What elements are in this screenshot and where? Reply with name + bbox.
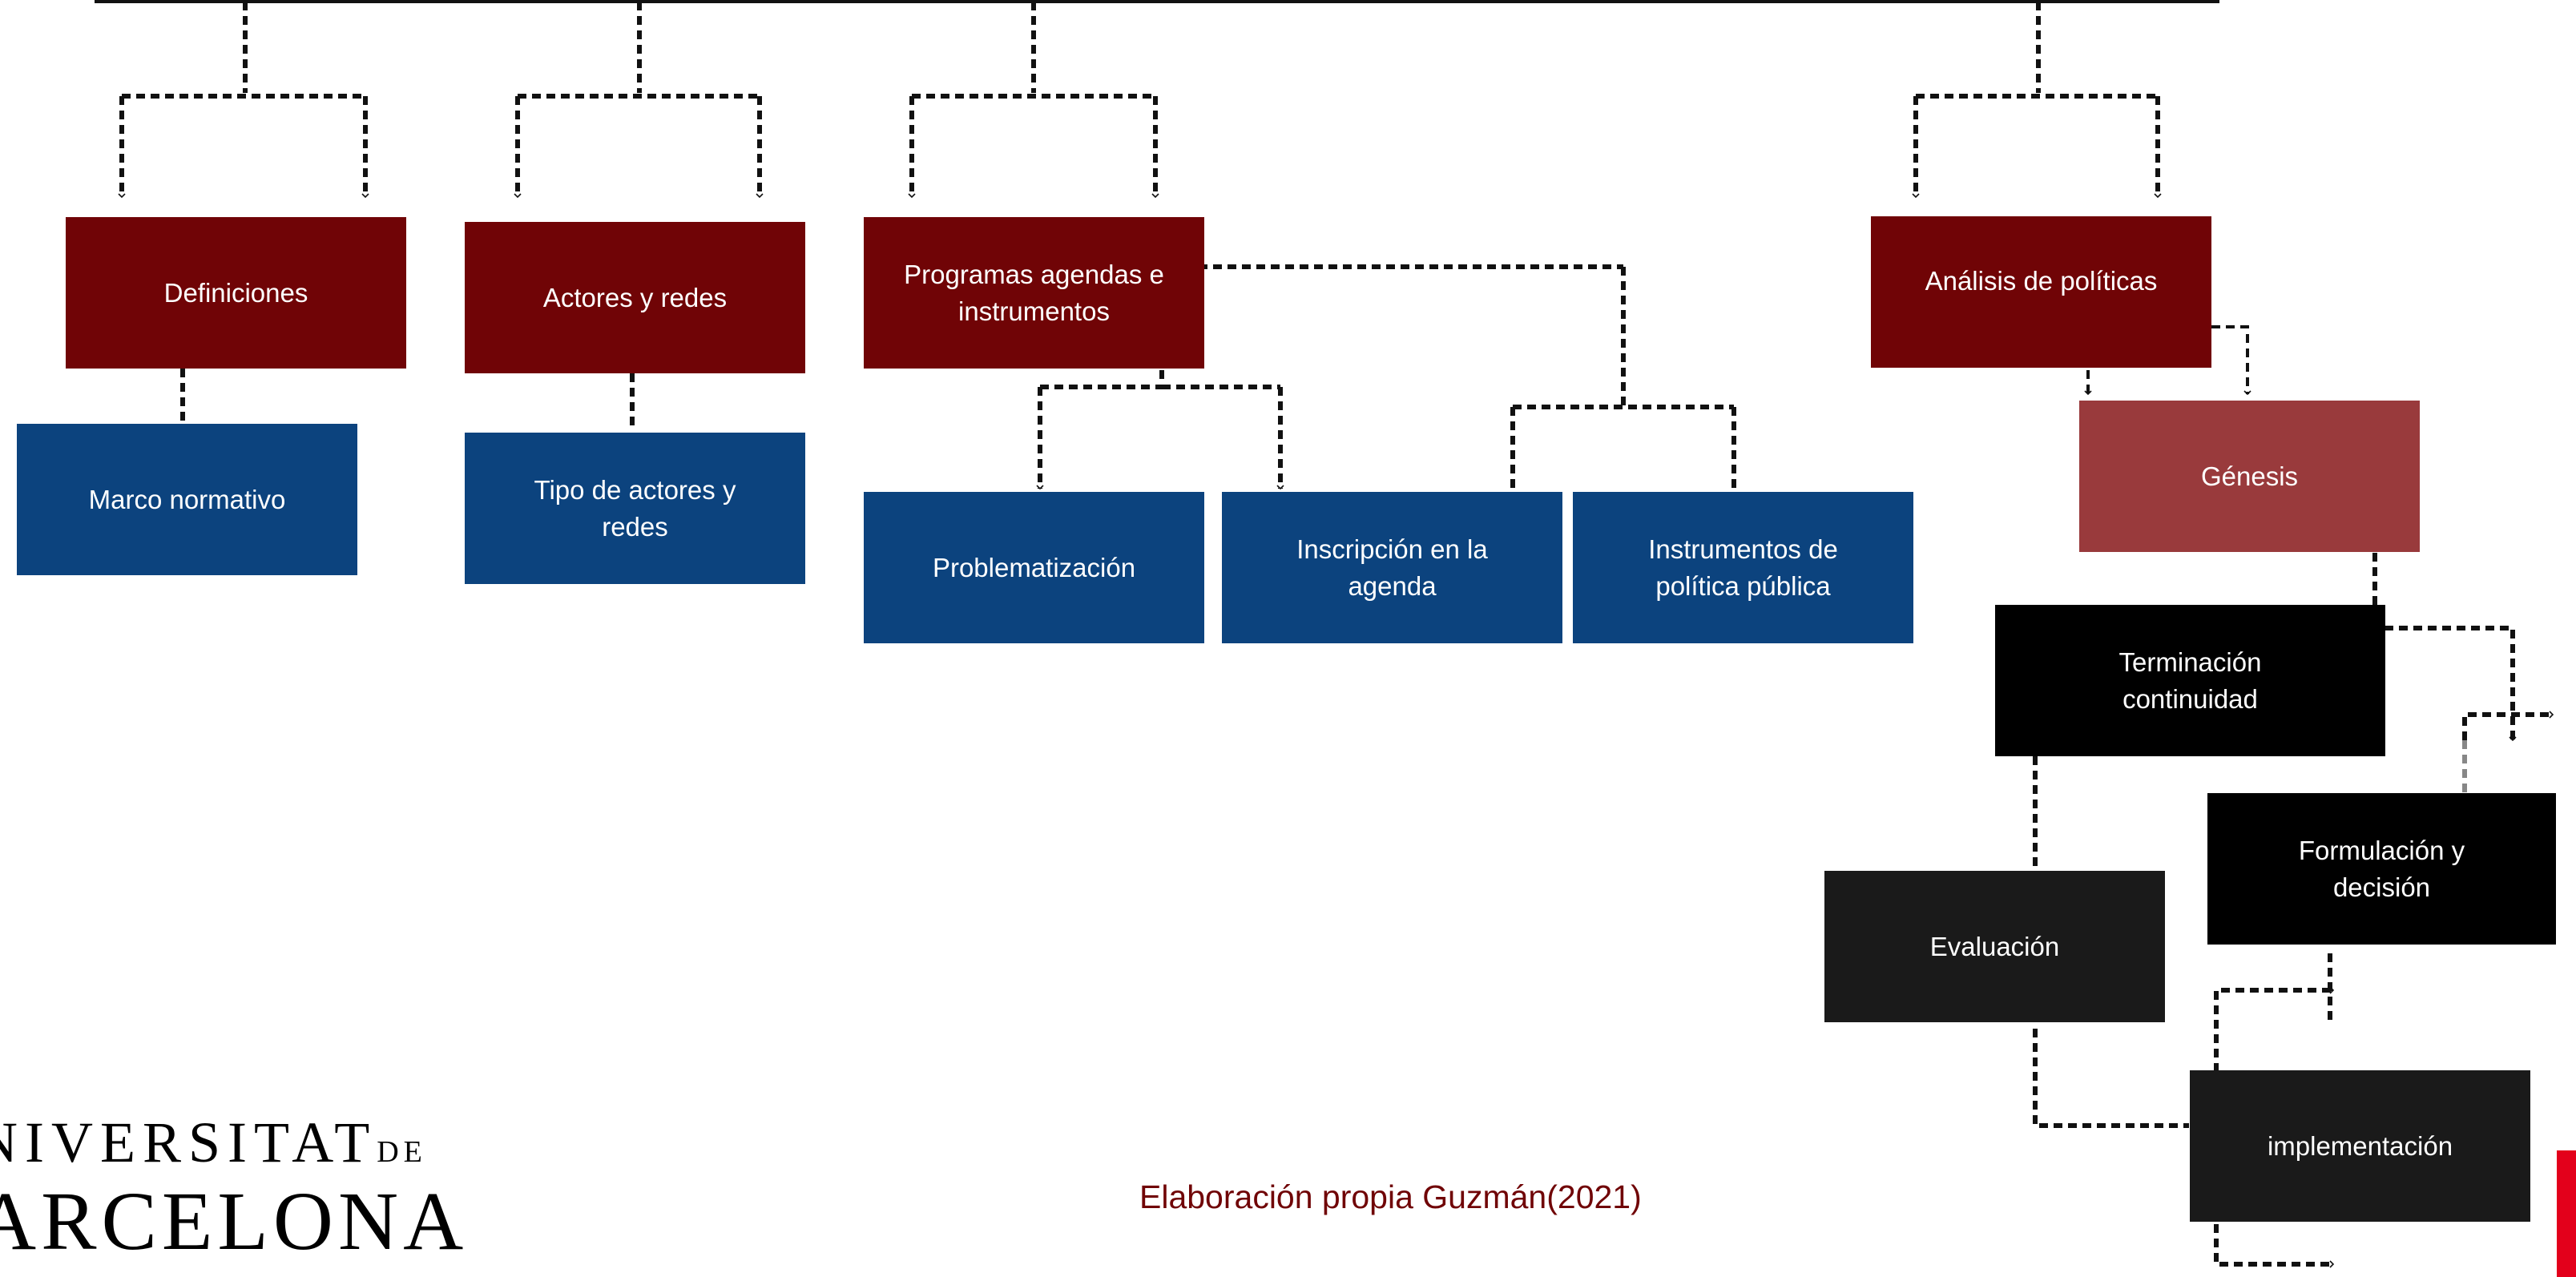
node-genesis: Génesis xyxy=(2079,401,2420,552)
node-instrumentos-label-line1: Instrumentos de xyxy=(1648,534,1838,564)
node-marco-normativo: Marco normativo xyxy=(17,424,357,575)
logo-line-1-main: NIVERSITAT xyxy=(0,1110,377,1174)
logo-line-2: ARCELONA xyxy=(0,1175,469,1267)
node-terminacion: Terminación continuidad xyxy=(1995,605,2385,756)
node-genesis-label: Génesis xyxy=(2200,461,2299,491)
connector-definiciones xyxy=(118,2,369,421)
node-evaluacion: Evaluación xyxy=(1824,871,2165,1022)
node-programas: Programas agendas e instrumentos xyxy=(864,217,1204,369)
node-evaluacion-label: Evaluación xyxy=(1929,931,2060,961)
node-implementacion-label: implementación xyxy=(2267,1130,2453,1161)
node-actores-redes: Actores y redes xyxy=(465,222,805,373)
node-problematizacion-label: Problematización xyxy=(932,552,1136,582)
node-instrumentos: Instrumentos de política pública xyxy=(1573,492,1913,643)
connector-analisis xyxy=(1912,2,2251,396)
node-tipo-actores: Tipo de actores y redes xyxy=(465,433,805,584)
node-inscripcion-label-line1: Inscripción en la xyxy=(1296,534,1488,564)
node-definiciones: Definiciones xyxy=(66,217,406,369)
node-analisis-label: Análisis de políticas xyxy=(1925,265,2158,296)
logo-line-1-small: DE xyxy=(377,1135,427,1169)
node-definiciones-label: Definiciones xyxy=(163,277,308,308)
node-marco-normativo-label: Marco normativo xyxy=(88,484,286,514)
node-implementacion: implementación xyxy=(2190,1070,2530,1222)
node-tipo-actores-label-line2: redes xyxy=(602,511,668,542)
node-instrumentos-label-line2: política pública xyxy=(1655,570,1831,601)
node-inscripcion-agenda: Inscripción en la agenda xyxy=(1222,492,1562,643)
red-accent-bar xyxy=(2557,1150,2576,1277)
node-problematizacion: Problematización xyxy=(864,492,1204,643)
source-credit: Elaboración propia Guzmán(2021) xyxy=(1139,1178,1642,1215)
node-formulacion-label-line2: decisión xyxy=(2332,872,2431,902)
node-inscripcion-label-line2: agenda xyxy=(1348,570,1437,601)
node-terminacion-label-line1: Terminación xyxy=(2118,647,2262,677)
node-actores-redes-label: Actores y redes xyxy=(542,282,728,312)
node-terminacion-label-line2: continuidad xyxy=(2122,683,2258,714)
node-programas-label-line1: Programas agendas e xyxy=(904,259,1164,289)
connector-programas xyxy=(908,2,1738,502)
node-programas-label-line2: instrumentos xyxy=(958,296,1110,326)
node-formulacion: Formulación y decisión xyxy=(2207,793,2556,945)
node-tipo-actores-label-line1: Tipo de actores y xyxy=(534,474,736,505)
node-formulacion-label-line1: Formulación y xyxy=(2298,835,2465,865)
connector-actores xyxy=(514,2,764,431)
node-analisis-politicas: Análisis de políticas xyxy=(1871,216,2211,368)
logo-line-1: NIVERSITATDE xyxy=(0,1110,427,1184)
